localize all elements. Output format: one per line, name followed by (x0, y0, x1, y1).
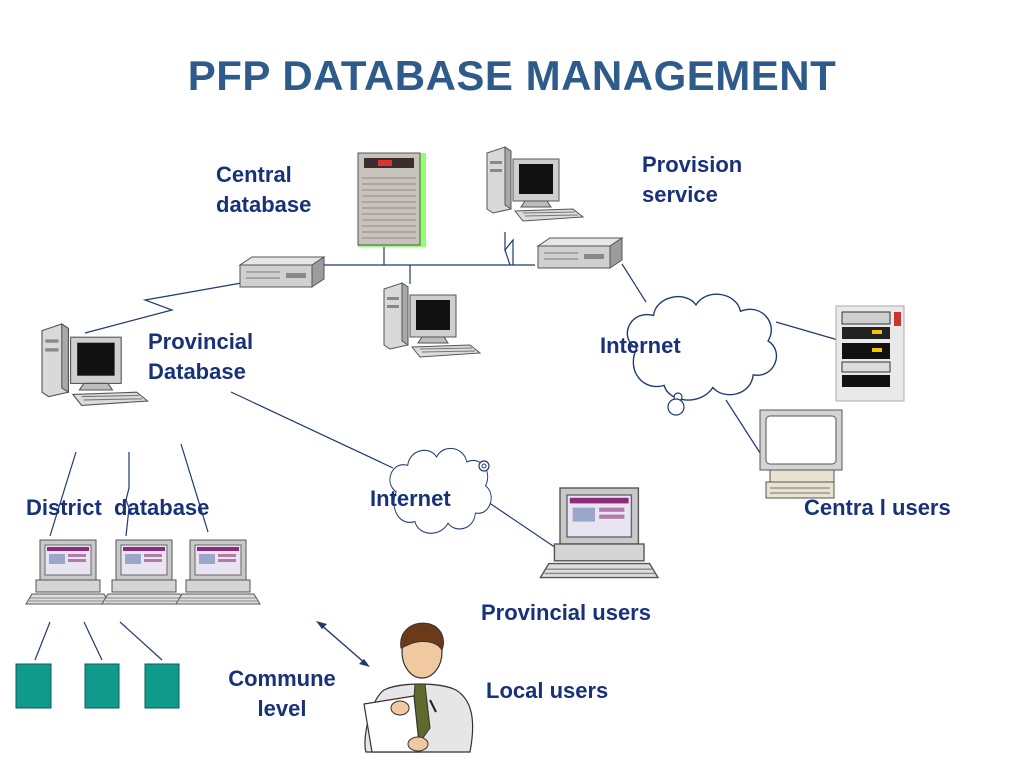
provincial-users-label: Provincial users (481, 600, 651, 625)
internet-mid-label: Internet (370, 486, 451, 511)
district-database-label: District database (26, 495, 210, 520)
commune-level-label: Commune level (228, 666, 336, 721)
provincial-users-workstation-icon (539, 487, 659, 579)
district-workstation-2-icon (101, 539, 187, 605)
provincial-database-label: Provincial Database (148, 329, 254, 384)
provision-service-computer-icon (486, 146, 584, 222)
provision-service-label: Provision service (642, 152, 743, 207)
central-users-rack-icon (835, 305, 905, 402)
local-user-person-icon (363, 622, 474, 753)
double-arrow-icon (316, 621, 370, 667)
connections (34, 232, 839, 661)
commune-box-1 (15, 663, 52, 709)
district-workstation-1-icon (25, 539, 111, 605)
internet-top-label: Internet (600, 333, 681, 358)
central-database-label: Central database (216, 162, 312, 217)
page-title: PFP DATABASE MANAGEMENT (187, 52, 837, 99)
central-database-server-icon (357, 152, 426, 247)
central-workstation-icon (383, 282, 481, 358)
commune-box-2 (84, 663, 120, 709)
provision-router-icon (537, 237, 623, 269)
central-router-icon (239, 256, 325, 288)
district-workstation-3-icon (175, 539, 261, 605)
local-users-label: Local users (486, 678, 609, 703)
central-users-terminal-icon (759, 409, 843, 499)
provincial-database-computer-icon (41, 323, 149, 406)
commune-box-3 (144, 663, 180, 709)
central-users-label: Centra l users (804, 495, 951, 520)
